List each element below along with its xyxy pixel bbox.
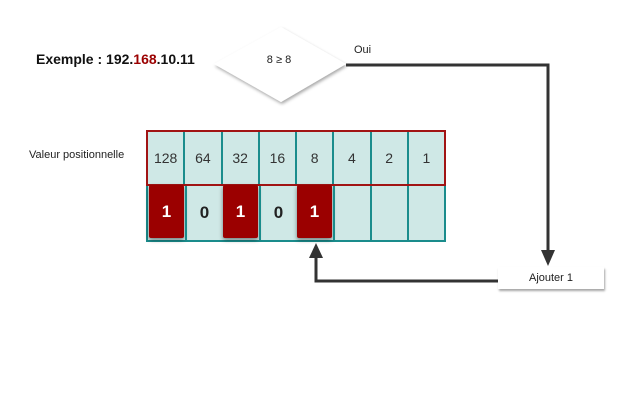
place-value-row-label: Valeur positionnelle — [29, 149, 125, 161]
return-arrow — [314, 256, 498, 283]
bit-cell-set: 1 — [223, 185, 258, 238]
add-one-box: Ajouter 1 — [498, 267, 604, 289]
decision-condition: 8 ≥ 8 — [266, 54, 292, 66]
yes-arrowhead — [541, 250, 555, 266]
place-value-cell: 128 — [153, 150, 178, 166]
bit-cell-set: 1 — [297, 185, 332, 238]
return-arrowhead — [309, 243, 323, 258]
place-value-cell: 2 — [369, 132, 407, 184]
place-value-cell: 8 — [295, 132, 332, 184]
place-value-cell: 32 — [220, 132, 258, 184]
place-value-cell: 4 — [332, 132, 369, 184]
bit-cell: 0 — [185, 186, 222, 240]
bit-cell: 0 — [259, 186, 296, 240]
example-ip-address: Exemple : 192.168.10.11 — [36, 51, 195, 67]
place-value-cell: 16 — [257, 132, 295, 184]
example-suffix: .10.11 — [156, 51, 195, 67]
place-value-cell: 1 — [406, 132, 444, 184]
bit-cell — [407, 186, 444, 240]
yes-label: Oui — [354, 44, 372, 56]
decision-diamond — [214, 27, 346, 102]
bit-cell — [333, 186, 370, 240]
yes-branch-arrow — [346, 63, 550, 252]
place-value-cell: 64 — [183, 132, 220, 184]
bit-cell-set: 1 — [149, 185, 184, 238]
bit-cell — [370, 186, 407, 240]
example-prefix: Exemple : 192. — [36, 51, 134, 67]
example-highlighted-octet: 168 — [133, 51, 157, 67]
add-one-label: Ajouter 1 — [528, 272, 574, 284]
